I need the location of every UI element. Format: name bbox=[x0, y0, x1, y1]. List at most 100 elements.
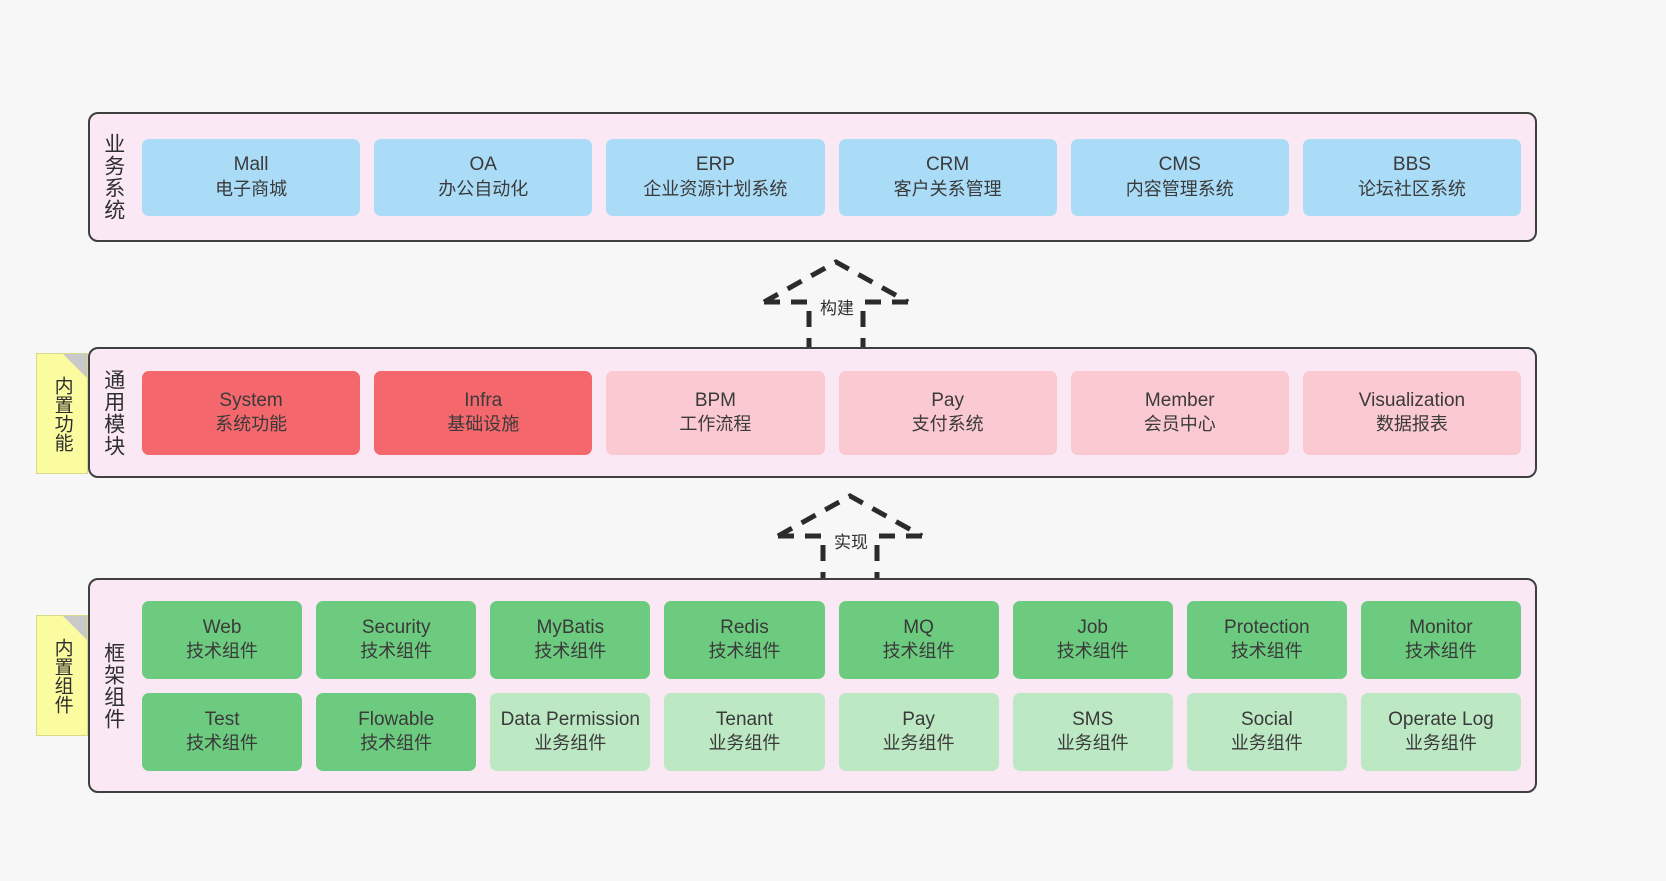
card-bbs[interactable]: BBS 论坛社区系统 bbox=[1302, 138, 1522, 216]
layer-framework-components: 框架组件 Web 技术组件 Security 技术组件 MyBatis 技术组件… bbox=[88, 578, 1537, 793]
card-redis[interactable]: Redis 技术组件 bbox=[664, 600, 825, 679]
card-title-cn: 技术组件 bbox=[708, 641, 781, 662]
card-tenant[interactable]: Tenant 业务组件 bbox=[664, 692, 825, 771]
sticky-note-label: 内置功能 bbox=[51, 375, 73, 452]
card-title-en: Test bbox=[204, 708, 240, 730]
card-bpm[interactable]: BPM 工作流程 bbox=[606, 370, 825, 455]
card-crm[interactable]: CRM 客户关系管理 bbox=[838, 138, 1057, 216]
card-title-cn: 业务组件 bbox=[708, 733, 781, 754]
card-title-cn: 企业资源计划系统 bbox=[643, 178, 788, 199]
card-title-en: Infra bbox=[464, 389, 503, 411]
card-title-en: Operate Log bbox=[1388, 708, 1494, 730]
card-title-cn: 内容管理系统 bbox=[1125, 178, 1234, 199]
card-title-en: System bbox=[219, 389, 283, 411]
card-title-en: Pay bbox=[902, 708, 935, 730]
card-title-en: Data Permission bbox=[500, 708, 640, 730]
card-title-en: Tenant bbox=[715, 708, 773, 730]
card-job[interactable]: Job 技术组件 bbox=[1012, 600, 1173, 679]
card-title-en: Flowable bbox=[358, 708, 435, 730]
card-title-en: Member bbox=[1144, 389, 1215, 411]
card-system[interactable]: System 系统功能 bbox=[142, 370, 361, 455]
layer-body-modules: System 系统功能 Infra 基础设施 BPM 工作流程 Pay 支付系统… bbox=[136, 349, 1535, 476]
card-protection[interactable]: Protection 技术组件 bbox=[1186, 600, 1347, 679]
card-title-cn: 业务组件 bbox=[882, 733, 955, 754]
card-pay-component[interactable]: Pay 业务组件 bbox=[838, 692, 999, 771]
card-pay[interactable]: Pay 支付系统 bbox=[838, 370, 1057, 455]
card-title-cn: 技术组件 bbox=[1056, 641, 1129, 662]
card-oa[interactable]: OA 办公自动化 bbox=[374, 138, 593, 216]
card-title-cn: 技术组件 bbox=[186, 641, 259, 662]
connector-build: 构建 bbox=[756, 256, 916, 356]
card-title-en: CRM bbox=[925, 154, 970, 176]
card-title-en: Social bbox=[1240, 708, 1293, 730]
card-title-cn: 会员中心 bbox=[1143, 414, 1216, 435]
card-title-en: Pay bbox=[931, 389, 964, 411]
card-infra[interactable]: Infra 基础设施 bbox=[374, 370, 593, 455]
card-title-cn: 办公自动化 bbox=[438, 178, 529, 199]
card-title-en: BBS bbox=[1392, 154, 1431, 176]
card-title-cn: 技术组件 bbox=[360, 641, 433, 662]
card-title-cn: 业务组件 bbox=[1404, 733, 1477, 754]
sticky-note-label: 内置组件 bbox=[51, 637, 73, 714]
card-title-cn: 工作流程 bbox=[679, 414, 752, 435]
card-security[interactable]: Security 技术组件 bbox=[316, 600, 477, 679]
card-row: Test 技术组件 Flowable 技术组件 Data Permission … bbox=[142, 692, 1521, 771]
card-title-cn: 技术组件 bbox=[534, 641, 607, 662]
card-title-cn: 基础设施 bbox=[447, 414, 520, 435]
card-title-en: Security bbox=[361, 616, 431, 638]
card-title-en: MQ bbox=[903, 616, 934, 638]
card-data-permission[interactable]: Data Permission 业务组件 bbox=[490, 692, 651, 771]
layer-body-framework: Web 技术组件 Security 技术组件 MyBatis 技术组件 Redi… bbox=[136, 580, 1535, 791]
card-title-cn: 论坛社区系统 bbox=[1357, 178, 1466, 199]
card-title-cn: 技术组件 bbox=[1230, 641, 1303, 662]
card-title-en: CMS bbox=[1158, 154, 1201, 176]
card-sms[interactable]: SMS 业务组件 bbox=[1012, 692, 1173, 771]
card-flowable[interactable]: Flowable 技术组件 bbox=[316, 692, 477, 771]
card-title-en: Web bbox=[202, 616, 242, 638]
card-title-en: BPM bbox=[694, 389, 737, 411]
card-operate-log[interactable]: Operate Log 业务组件 bbox=[1360, 692, 1521, 771]
layer-title-modules: 通用模块 bbox=[101, 368, 125, 457]
card-social[interactable]: Social 业务组件 bbox=[1186, 692, 1347, 771]
connector-label-implement: 实现 bbox=[834, 533, 868, 552]
card-title-en: MyBatis bbox=[536, 616, 605, 638]
card-web[interactable]: Web 技术组件 bbox=[142, 600, 303, 679]
layer-common-modules: 通用模块 System 系统功能 Infra 基础设施 BPM 工作流程 Pay… bbox=[88, 347, 1537, 478]
card-title-cn: 客户关系管理 bbox=[893, 178, 1002, 199]
card-row: Web 技术组件 Security 技术组件 MyBatis 技术组件 Redi… bbox=[142, 600, 1521, 679]
card-title-cn: 业务组件 bbox=[1056, 733, 1129, 754]
card-title-en: Job bbox=[1077, 616, 1108, 638]
card-title-cn: 技术组件 bbox=[1404, 641, 1477, 662]
card-title-cn: 系统功能 bbox=[215, 414, 288, 435]
card-mybatis[interactable]: MyBatis 技术组件 bbox=[490, 600, 651, 679]
card-visualization[interactable]: Visualization 数据报表 bbox=[1302, 370, 1522, 455]
sticky-note-builtin-features: 内置功能 bbox=[36, 353, 88, 474]
layer-title-business: 业务系统 bbox=[101, 133, 125, 221]
card-title-cn: 支付系统 bbox=[911, 414, 984, 435]
card-title-en: Monitor bbox=[1409, 616, 1473, 638]
card-title-cn: 技术组件 bbox=[186, 733, 259, 754]
card-test[interactable]: Test 技术组件 bbox=[142, 692, 303, 771]
card-row: Mall 电子商城 OA 办公自动化 ERP 企业资源计划系统 CRM 客户关系… bbox=[142, 138, 1522, 216]
layer-body-business: Mall 电子商城 OA 办公自动化 ERP 企业资源计划系统 CRM 客户关系… bbox=[136, 114, 1535, 240]
card-mq[interactable]: MQ 技术组件 bbox=[838, 600, 999, 679]
card-cms[interactable]: CMS 内容管理系统 bbox=[1070, 138, 1289, 216]
card-erp[interactable]: ERP 企业资源计划系统 bbox=[606, 138, 825, 216]
card-title-en: ERP bbox=[695, 154, 735, 176]
sticky-note-builtin-components: 内置组件 bbox=[36, 615, 88, 736]
card-title-cn: 技术组件 bbox=[882, 641, 955, 662]
card-monitor[interactable]: Monitor 技术组件 bbox=[1360, 600, 1521, 679]
connector-implement: 实现 bbox=[770, 490, 930, 590]
card-title-en: OA bbox=[469, 154, 497, 176]
card-title-en: Redis bbox=[720, 616, 769, 638]
card-title-en: Protection bbox=[1224, 616, 1310, 638]
connector-label-build: 构建 bbox=[820, 299, 854, 318]
layer-title-framework: 框架组件 bbox=[101, 641, 125, 730]
card-mall[interactable]: Mall 电子商城 bbox=[142, 138, 361, 216]
card-title-cn: 技术组件 bbox=[360, 733, 433, 754]
card-title-en: Visualization bbox=[1358, 389, 1466, 411]
card-title-en: SMS bbox=[1072, 708, 1114, 730]
card-title-cn: 业务组件 bbox=[1230, 733, 1303, 754]
card-member[interactable]: Member 会员中心 bbox=[1070, 370, 1289, 455]
